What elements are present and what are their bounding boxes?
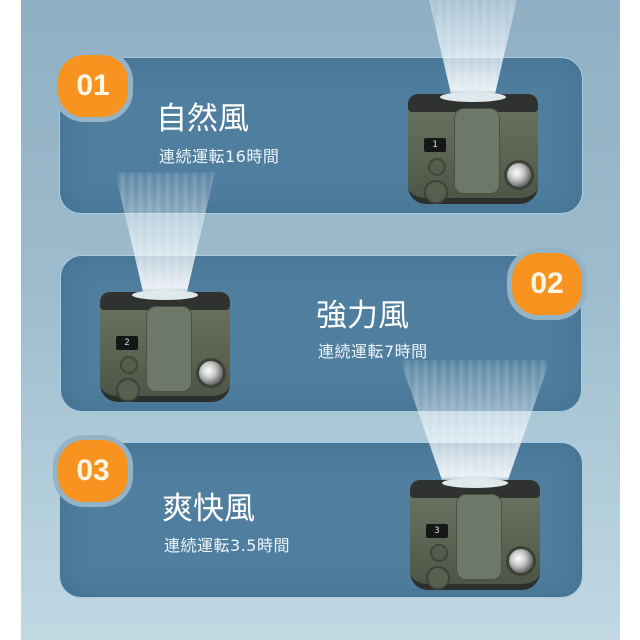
power-button-icon: [430, 544, 448, 562]
mode-badge-03: 03: [58, 440, 128, 502]
fan-device-image-3: 3: [400, 360, 550, 590]
fan-outlet-glow: [442, 478, 508, 488]
fan-device-image-1: 1: [408, 0, 538, 204]
flashlight-icon: [506, 546, 536, 576]
fan-body: 3: [410, 478, 540, 590]
flashlight-icon: [196, 358, 226, 388]
fan-device-image-2: 2: [100, 172, 230, 402]
mode-title-strong: 強力風: [316, 298, 409, 334]
fan-clip: [454, 108, 500, 194]
fan-clip: [456, 494, 502, 580]
flashlight-icon: [504, 160, 534, 190]
fan-body: 1: [408, 92, 538, 204]
mode-badge-02: 02: [512, 253, 582, 315]
mode-runtime-refreshing: 連続運転3.5時間: [164, 536, 290, 555]
power-button-icon: [120, 356, 138, 374]
fan-rim: [100, 290, 230, 310]
mode-title-refreshing: 爽快風: [162, 491, 255, 527]
fan-rim: [410, 478, 540, 498]
fan-body: 2: [100, 290, 230, 402]
mode-display: 2: [116, 336, 138, 350]
mode-button-icon: [426, 566, 450, 590]
fan-rim: [408, 92, 538, 112]
power-button-icon: [428, 158, 446, 176]
fan-outlet-glow: [440, 92, 506, 102]
mode-button-icon: [116, 378, 140, 402]
mode-runtime-strong: 連続運転7時間: [318, 342, 428, 361]
fan-outlet-glow: [132, 290, 198, 300]
mode-button-icon: [424, 180, 448, 204]
mode-display: 3: [426, 524, 448, 538]
mode-title-natural: 自然風: [156, 101, 249, 137]
mode-display: 1: [424, 138, 446, 152]
fan-clip: [146, 306, 192, 392]
mode-runtime-natural: 連続運転16時間: [159, 147, 280, 166]
mode-badge-01: 01: [58, 55, 128, 117]
airflow-effect: [115, 172, 215, 292]
